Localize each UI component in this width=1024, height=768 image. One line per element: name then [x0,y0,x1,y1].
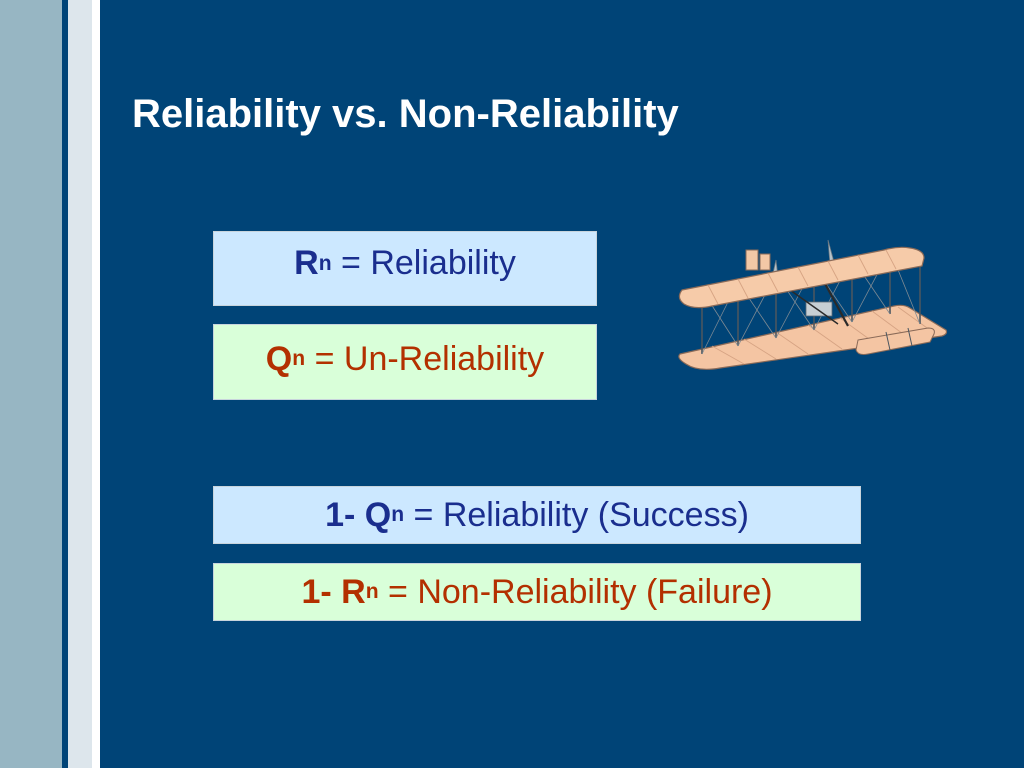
equation-subscript: n [391,503,405,526]
slide-title: Reliability vs. Non-Reliability [132,92,679,136]
side-band-dark [62,0,68,768]
definition-text: = Reliability [341,244,516,282]
definition-text: = Un-Reliability [314,339,545,378]
side-band-white [92,0,100,768]
definition-symbol: Q [265,339,293,378]
equation-symbol: 1- Q [325,495,392,534]
equation-text: = Non-Reliability (Failure) [388,572,773,611]
side-band-light [0,0,62,768]
equation-symbol: 1- R [301,572,366,611]
definition-symbol: R [294,244,319,282]
side-band-mid [68,0,92,768]
definition-subscript: n [292,347,306,370]
wright-flyer-biplane-icon [678,239,948,370]
definition-subscript: n [318,251,332,275]
equation-subscript: n [365,580,379,603]
equation-text: = Reliability (Success) [413,495,749,534]
